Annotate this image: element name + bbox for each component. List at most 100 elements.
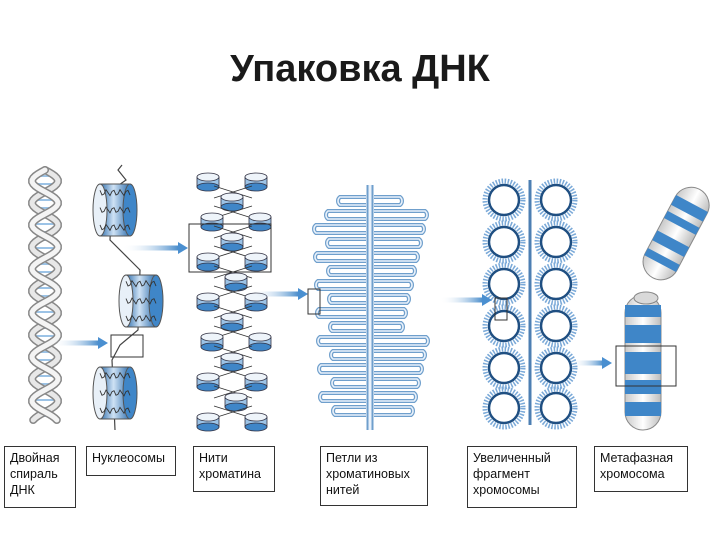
nucleosome-disc	[196, 412, 220, 432]
chromatin-loop	[374, 335, 430, 347]
chromatin-loop	[374, 209, 429, 221]
chromatin-loop	[324, 209, 366, 221]
nucleosome	[118, 274, 164, 328]
coiled-loop	[482, 386, 526, 430]
coiled-loop	[482, 262, 526, 306]
arrow-head	[298, 288, 308, 300]
chromatin-loop	[374, 405, 415, 417]
zoom-boxes	[110, 223, 677, 387]
nucleosome-disc	[200, 332, 224, 352]
transition-arrows	[52, 242, 612, 369]
arrow-head	[482, 294, 492, 306]
chromatin-loop	[329, 349, 366, 361]
nucleosome	[92, 183, 138, 237]
coiled-loop	[534, 386, 578, 430]
caption-chromatin-fibers: Нити хроматина	[193, 446, 275, 492]
chromatin-loop	[327, 293, 366, 305]
chromatin-loop	[374, 321, 405, 333]
coiled-loop	[534, 262, 578, 306]
chromatin-loop	[328, 321, 366, 333]
dna-strand	[29, 167, 61, 423]
chromatin-loop	[314, 279, 366, 291]
zoom-box	[110, 334, 144, 358]
nucleosome-disc	[196, 292, 220, 312]
zoom-box	[615, 345, 677, 387]
chromosome-upper-arm	[642, 186, 710, 281]
chromosome-lower-arm	[624, 294, 662, 431]
metaphase-chromosome-figure	[624, 186, 710, 431]
chromatin-loop	[374, 363, 424, 375]
chromatin-loop	[374, 251, 420, 263]
nucleosome-disc	[196, 252, 220, 272]
nucleosome-disc	[220, 352, 244, 372]
chromatin-loop	[316, 335, 366, 347]
chromatin-loop	[374, 349, 427, 361]
caption-nucleosomes: Нуклеосомы	[86, 446, 176, 476]
arrow-shaft	[250, 291, 300, 297]
dna-strand	[29, 167, 61, 423]
chromatin-loop	[374, 223, 426, 235]
zoom-box	[307, 288, 321, 315]
caption-chromatin-loops: Петли из хроматиновых нитей	[320, 446, 428, 506]
arrow-head	[602, 357, 612, 369]
chromatin-loop	[374, 293, 411, 305]
chromatin-loop	[326, 265, 366, 277]
nucleosome-disc	[244, 412, 268, 432]
arrow-shaft	[572, 360, 604, 366]
chromatin-loop	[374, 265, 417, 277]
chromatin-loop	[374, 377, 421, 389]
coiled-loop	[482, 220, 526, 264]
nucleosome	[92, 366, 138, 420]
coiled-loop	[482, 304, 526, 348]
zoom-box	[494, 297, 508, 321]
chromatin-fiber-figure	[196, 172, 272, 432]
nucleosome-disc	[244, 252, 268, 272]
chromatin-loop	[315, 307, 366, 319]
zoom-box	[188, 223, 272, 273]
chromatin-loop	[374, 391, 418, 403]
coiled-loop	[482, 178, 526, 222]
arrow-head	[98, 337, 108, 349]
chromatin-loop	[374, 307, 408, 319]
caption-chromosome-fragment: Увеличенный фрагмент хромосомы	[467, 446, 577, 508]
nucleosome-disc	[220, 192, 244, 212]
nucleosome-disc	[244, 172, 268, 192]
chromatin-loop	[374, 279, 414, 291]
nucleosomes-figure	[92, 164, 164, 431]
chromatin-loop	[374, 237, 423, 249]
caption-metaphase-chromosome: Метафазная хромосома	[594, 446, 688, 492]
chromatin-loop	[318, 391, 366, 403]
nucleosome-disc	[244, 372, 268, 392]
arrow-shaft	[122, 245, 180, 251]
coiled-loop	[534, 346, 578, 390]
nucleosome-disc	[196, 372, 220, 392]
chromosome-fragment-figure	[482, 178, 578, 430]
chromatin-loop	[374, 195, 404, 207]
chromatin-loop	[312, 223, 366, 235]
nucleosome-disc	[220, 312, 244, 332]
caption-double-helix: Двойная спираль ДНК	[4, 446, 76, 508]
double-helix-figure	[28, 166, 62, 424]
arrow-head	[178, 242, 188, 254]
coiled-loop	[534, 178, 578, 222]
nucleosome-disc	[220, 232, 244, 252]
chromatin-loop	[313, 251, 366, 263]
chromatin-loop	[325, 237, 366, 249]
chromatin-loop	[317, 363, 366, 375]
coiled-loop	[534, 304, 578, 348]
arrow-shaft	[52, 340, 100, 346]
arrow-shaft	[440, 297, 484, 303]
chromatin-loops-figure	[312, 185, 430, 430]
coiled-loop	[482, 346, 526, 390]
chromatin-loop	[330, 377, 366, 389]
nucleosome-disc	[196, 172, 220, 192]
chromatin-loop	[331, 405, 366, 417]
centromere	[633, 291, 659, 305]
nucleosome-disc	[248, 332, 272, 352]
diagram-title: Упаковка ДНК	[230, 48, 490, 90]
nucleosome-disc	[248, 212, 272, 232]
nucleosome-disc	[200, 212, 224, 232]
coiled-loop	[534, 220, 578, 264]
chromatin-loop	[336, 195, 366, 207]
